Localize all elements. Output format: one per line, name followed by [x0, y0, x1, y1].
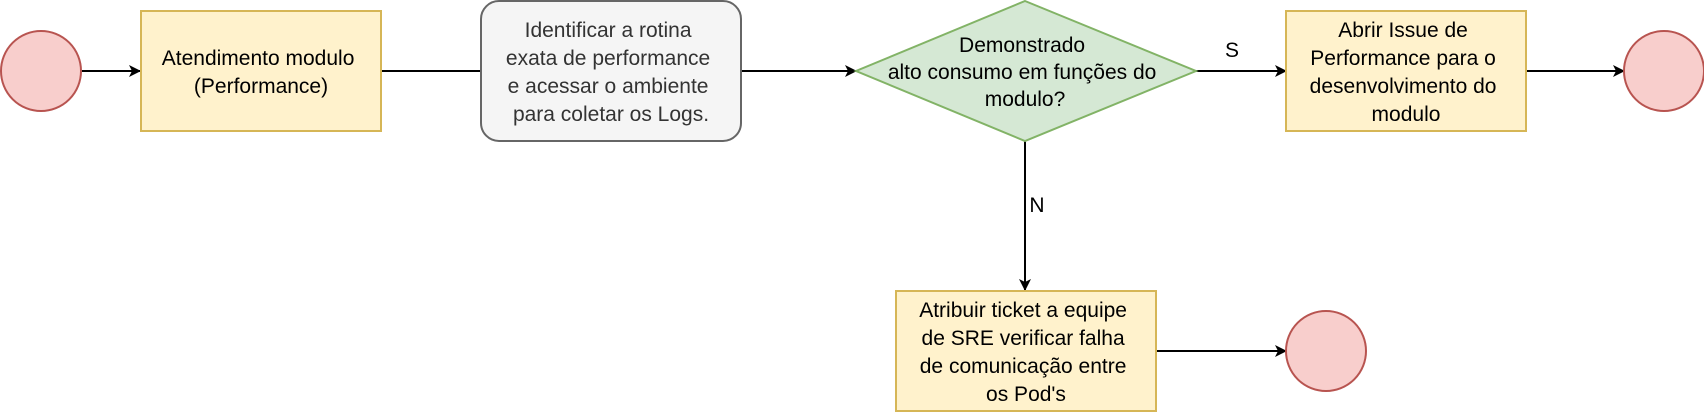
svg-text:Identificar a rotina exa: Identificar a rotina exata de performanc… — [506, 19, 716, 126]
atendimento-line: (Performance) — [194, 75, 328, 98]
process-atendimento: Atendimento modulo (Performance) — [140, 10, 382, 132]
svg-text:Abrir Issue de Performan: Abrir Issue de Performance para o desenv… — [1310, 19, 1503, 126]
end-terminal — [1285, 310, 1367, 392]
decisao-line: Demonstrado — [959, 34, 1085, 57]
identificar-line: para coletar os Logs. — [513, 103, 709, 126]
svg-text:Atribuir ticket a equipe: Atribuir ticket a equipe de SRE verifica… — [919, 299, 1133, 406]
start-terminal — [0, 30, 82, 112]
identificar-line: Identificar a rotina — [525, 19, 692, 42]
atribuir-line: de comunicação entre — [920, 355, 1127, 378]
atribuir-line: os Pod's — [986, 383, 1066, 406]
decision-alto-consumo: Demonstrado alto consumo em funções do m… — [853, 0, 1199, 143]
svg-text:Atendimento modulo (Perf: Atendimento modulo (Performance) — [162, 47, 360, 98]
abrir-issue-line: modulo — [1372, 103, 1441, 126]
activity-identificar: Identificar a rotina exata de performanc… — [480, 0, 742, 142]
edge-label-no: N — [1029, 194, 1044, 217]
decisao-line: alto consumo em funções do — [888, 61, 1157, 84]
process-atribuir-ticket: Atribuir ticket a equipe de SRE verifica… — [895, 290, 1157, 412]
identificar-line: e acessar o ambiente — [508, 75, 709, 98]
svg-text:Demonstrado alto consumo: Demonstrado alto consumo em funções do m… — [888, 34, 1162, 111]
atendimento-line: Atendimento modulo — [162, 47, 355, 70]
atribuir-line: Atribuir ticket a equipe — [919, 299, 1127, 322]
atribuir-line: de SRE verificar falha — [922, 327, 1125, 350]
decisao-line: modulo? — [985, 88, 1066, 111]
edge-label-yes: S — [1225, 39, 1239, 62]
identificar-line: exata de performance — [506, 47, 710, 70]
abrir-issue-line: Abrir Issue de — [1338, 19, 1468, 42]
end-terminal — [1623, 30, 1704, 112]
abrir-issue-line: Performance para o — [1310, 47, 1496, 70]
process-abrir-issue: Abrir Issue de Performance para o desenv… — [1285, 10, 1527, 132]
abrir-issue-line: desenvolvimento do — [1310, 75, 1497, 98]
